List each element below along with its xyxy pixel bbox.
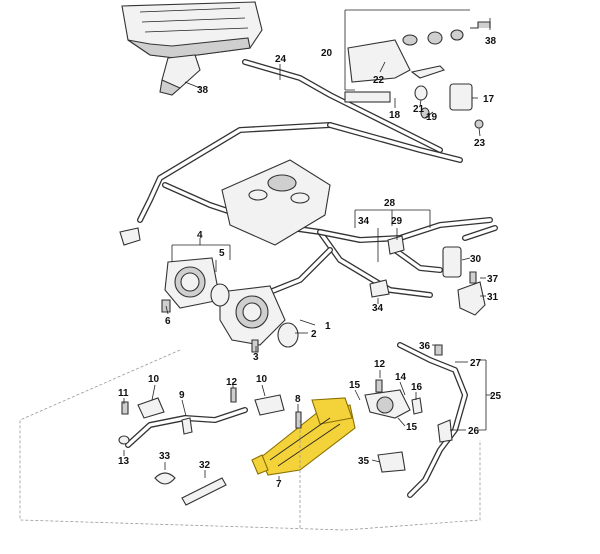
callout-19: 19 xyxy=(426,112,438,123)
leader-lines xyxy=(123,9,492,480)
solenoid-valve-cluster xyxy=(344,21,491,129)
callout-labels: 38 38 24 20 22 18 21 19 17 23 28 34 29 3… xyxy=(118,36,502,490)
callout-12-right: 12 xyxy=(374,359,386,370)
callout-5: 5 xyxy=(219,248,225,259)
callout-23: 23 xyxy=(474,138,486,149)
callout-38-right: 38 xyxy=(485,36,497,47)
right-side-parts xyxy=(119,225,498,316)
callout-33: 33 xyxy=(159,451,171,462)
callout-6: 6 xyxy=(165,316,171,327)
callout-14: 14 xyxy=(395,372,407,383)
callout-24: 24 xyxy=(275,54,287,65)
callout-13: 13 xyxy=(118,456,130,467)
callout-28: 28 xyxy=(384,198,396,209)
callout-35: 35 xyxy=(358,456,370,467)
callout-25: 25 xyxy=(490,391,502,402)
callout-10-left: 10 xyxy=(148,374,160,385)
callout-18: 18 xyxy=(389,110,401,121)
callout-34-bottom: 34 xyxy=(372,303,384,314)
callout-37: 37 xyxy=(487,274,499,285)
throttle-body-assembly xyxy=(161,257,299,353)
callout-34-top: 34 xyxy=(358,216,370,227)
callout-7: 7 xyxy=(276,479,282,490)
vacuum-hose-network xyxy=(137,59,493,303)
callout-16: 16 xyxy=(411,382,423,393)
callout-30: 30 xyxy=(470,254,482,265)
hose-clamps xyxy=(154,472,227,506)
callout-38-left: 38 xyxy=(197,85,209,96)
callout-32: 32 xyxy=(199,460,211,471)
callout-11: 11 xyxy=(118,388,129,399)
callout-15-top: 15 xyxy=(349,380,361,391)
callout-2: 2 xyxy=(311,329,317,340)
callout-4: 4 xyxy=(197,230,203,241)
callout-29: 29 xyxy=(391,216,403,227)
callout-17: 17 xyxy=(483,94,495,105)
callout-15-bottom: 15 xyxy=(406,422,418,433)
callout-20: 20 xyxy=(321,48,333,59)
callout-1: 1 xyxy=(325,321,331,332)
callout-3: 3 xyxy=(253,352,259,363)
egr-cooler-highlighted xyxy=(251,397,356,476)
egr-pipe-left xyxy=(118,387,285,448)
callout-8: 8 xyxy=(295,394,301,405)
callout-31: 31 xyxy=(487,292,499,303)
callout-27: 27 xyxy=(470,358,482,369)
callout-12-left: 12 xyxy=(226,377,238,388)
callout-26: 26 xyxy=(468,426,480,437)
air-filter-housing xyxy=(121,1,263,96)
callout-22: 22 xyxy=(373,75,385,86)
cylinder-head-cover xyxy=(221,159,331,246)
callout-9: 9 xyxy=(179,390,185,401)
callout-10-right: 10 xyxy=(256,374,268,385)
callout-21: 21 xyxy=(413,104,425,115)
reference-lines xyxy=(19,349,481,531)
callout-36: 36 xyxy=(419,341,431,352)
